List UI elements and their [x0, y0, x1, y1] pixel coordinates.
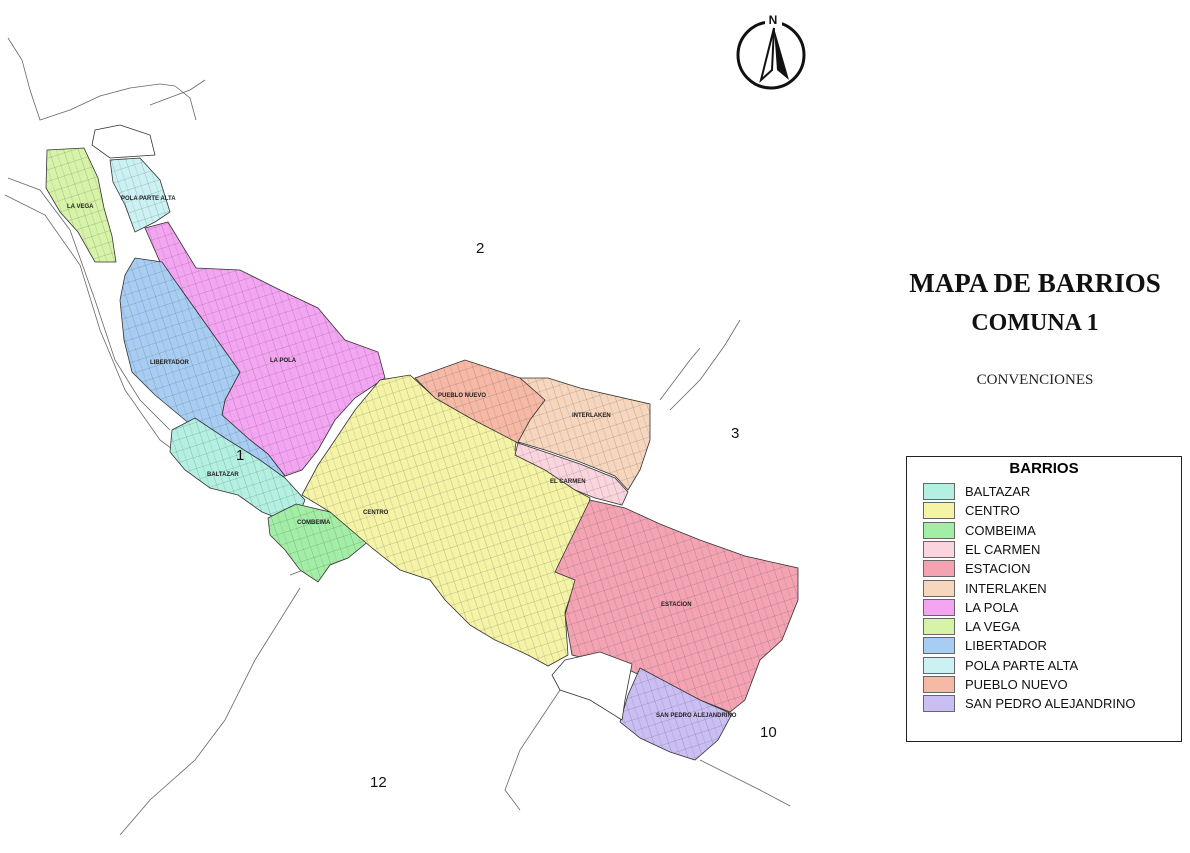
legend-item: LIBERTADOR — [923, 636, 1047, 655]
legend-swatch — [923, 656, 955, 674]
legend-item: INTERLAKEN — [923, 579, 1047, 598]
map-subtitle: COMUNA 1 — [971, 310, 1099, 336]
comuna-numbers: 2 1 3 10 12 — [236, 240, 777, 791]
legend-item: BALTAZAR — [923, 482, 1030, 501]
legend-swatch — [923, 540, 955, 558]
label-la-vega: LA VEGA — [67, 204, 94, 210]
legend-label: EL CARMEN — [965, 541, 1041, 557]
label-baltazar: BALTAZAR — [207, 472, 239, 478]
north-arrow-icon: N — [736, 12, 806, 90]
legend-label: PUEBLO NUEVO — [965, 677, 1068, 692]
legend-label: LIBERTADOR — [965, 638, 1047, 654]
map-labels: LA VEGA POLA PARTE ALTA LIBERTADOR LA PO… — [67, 196, 737, 719]
legend-label: BALTAZAR — [965, 484, 1031, 499]
legend-swatch — [923, 676, 955, 693]
barrio-la-vega — [45, 147, 117, 263]
comuna-10: 10 — [760, 724, 777, 741]
barrio-pola-parte-alta — [109, 157, 171, 233]
legend-swatch — [923, 483, 955, 500]
label-el-carmen: EL CARMEN — [550, 479, 586, 485]
legend-item: PUEBLO NUEVO — [923, 675, 1068, 694]
label-centro: CENTRO — [363, 510, 389, 516]
legend-swatch — [923, 618, 955, 636]
legend-swatch — [923, 502, 955, 520]
legend-swatch — [923, 521, 955, 539]
legend-item: LA VEGA — [923, 617, 1020, 636]
conventions-heading: CONVENCIONES — [976, 372, 1094, 388]
boundary-lines — [4, 37, 791, 836]
north-letter: N — [769, 13, 778, 27]
legend-swatch — [923, 695, 955, 713]
barrio-interlaken — [517, 377, 651, 491]
legend-label: SAN PEDRO ALEJANDRINO — [965, 696, 1136, 712]
map-title: MAPA DE BARRIOS — [909, 268, 1161, 298]
comuna-1: 1 — [236, 447, 244, 464]
legend-label: ESTACION — [965, 561, 1031, 577]
legend: BARRIOS BALTAZAR CENTRO COMBEIMA EL CARMEN E… — [906, 456, 1182, 742]
label-pola-parte-alta: POLA PARTE ALTA — [121, 196, 176, 202]
legend-swatch — [923, 637, 955, 655]
legend-label: INTERLAKEN — [965, 580, 1047, 596]
legend-item: SAN PEDRO ALEJANDRINO — [923, 694, 1136, 713]
legend-label: CENTRO — [965, 503, 1020, 519]
legend-label: COMBEIMA — [965, 522, 1036, 538]
comuna-2: 2 — [476, 240, 484, 257]
neighborhood-map: LA VEGA POLA PARTE ALTA LIBERTADOR LA PO… — [4, 12, 806, 836]
label-libertador: LIBERTADOR — [150, 360, 190, 366]
label-la-pola: LA POLA — [270, 358, 297, 364]
legend-label: LA POLA — [965, 599, 1019, 615]
label-combeima: COMBEIMA — [297, 520, 331, 526]
label-pueblo-nuevo: PUEBLO NUEVO — [438, 393, 486, 399]
legend-swatch — [923, 560, 955, 578]
legend-swatch — [923, 598, 955, 616]
legend-label: LA VEGA — [965, 619, 1020, 635]
legend-item: COMBEIMA — [923, 521, 1036, 540]
barrio-el-carmen — [514, 442, 629, 506]
comuna-3: 3 — [731, 425, 739, 442]
label-interlaken: INTERLAKEN — [572, 413, 611, 419]
unassigned-area — [91, 124, 633, 721]
comuna-12: 12 — [370, 774, 387, 791]
legend-item: CENTRO — [923, 501, 1020, 520]
label-san-pedro-alejandrino: SAN PEDRO ALEJANDRINO — [656, 713, 737, 719]
legend-item: ESTACION — [923, 559, 1031, 578]
legend-title: BARRIOS — [1009, 460, 1079, 477]
legend-item: LA POLA — [923, 598, 1018, 617]
legend-item: POLA PARTE ALTA — [923, 656, 1078, 675]
label-estacion: ESTACION — [661, 602, 692, 608]
legend-swatch — [923, 579, 955, 597]
legend-label: POLA PARTE ALTA — [965, 657, 1079, 673]
legend-item: EL CARMEN — [923, 540, 1040, 559]
